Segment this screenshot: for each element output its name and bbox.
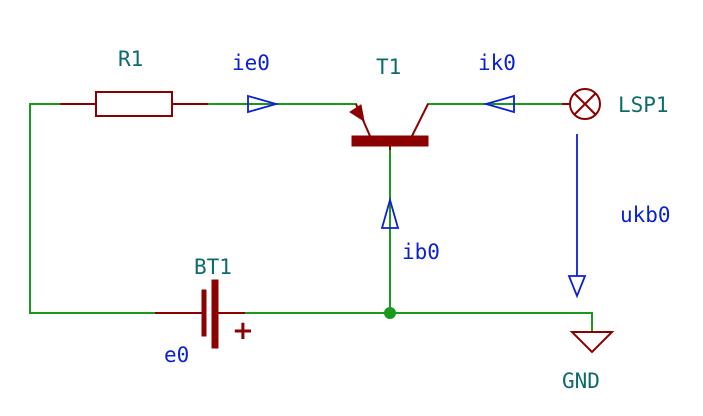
probe-ie0-label: ie0 bbox=[232, 51, 270, 75]
battery-short-plate bbox=[201, 289, 207, 337]
arrow-right-icon bbox=[247, 94, 280, 114]
transistor-ref-label: T1 bbox=[376, 55, 401, 79]
battery-polarity-mark: + bbox=[232, 316, 254, 346]
battery-ref-label: BT1 bbox=[194, 255, 232, 279]
transistor-collector-leg bbox=[411, 103, 429, 137]
arrow-up-icon bbox=[380, 196, 400, 229]
probe-ib0-label: ib0 bbox=[402, 240, 440, 264]
arrow-left-icon bbox=[482, 94, 515, 114]
battery-long-plate bbox=[211, 279, 219, 349]
ground-gnd: GND bbox=[562, 331, 615, 393]
lamp-ref-label: LSP1 bbox=[618, 93, 669, 117]
ground-ref-label: GND bbox=[562, 369, 600, 393]
ground-icon bbox=[569, 331, 615, 354]
resistor-r1: R1 bbox=[60, 47, 208, 117]
transistor-t1: T1 bbox=[349, 55, 429, 150]
emitter-arrow-icon bbox=[349, 104, 365, 123]
junction-dot bbox=[384, 307, 396, 319]
lamp-icon bbox=[569, 88, 601, 120]
probe-ik0-label: ik0 bbox=[478, 51, 516, 75]
arrow-down-icon bbox=[567, 275, 587, 299]
wires bbox=[29, 103, 593, 331]
battery-bt1: + BT1 e0 bbox=[155, 255, 254, 367]
lamp-lsp1: LSP1 bbox=[562, 88, 669, 120]
resistor-ref-label: R1 bbox=[118, 47, 143, 71]
probe-ib0: ib0 bbox=[380, 196, 440, 264]
probe-ukb0: ukb0 bbox=[567, 134, 671, 299]
probe-ik0: ik0 bbox=[478, 51, 516, 114]
transistor-base-bar bbox=[351, 135, 429, 147]
wire-left-loop bbox=[29, 103, 156, 314]
battery-value-label: e0 bbox=[164, 343, 189, 367]
probe-ukb0-label: ukb0 bbox=[620, 203, 671, 227]
probe-ie0: ie0 bbox=[232, 51, 280, 114]
